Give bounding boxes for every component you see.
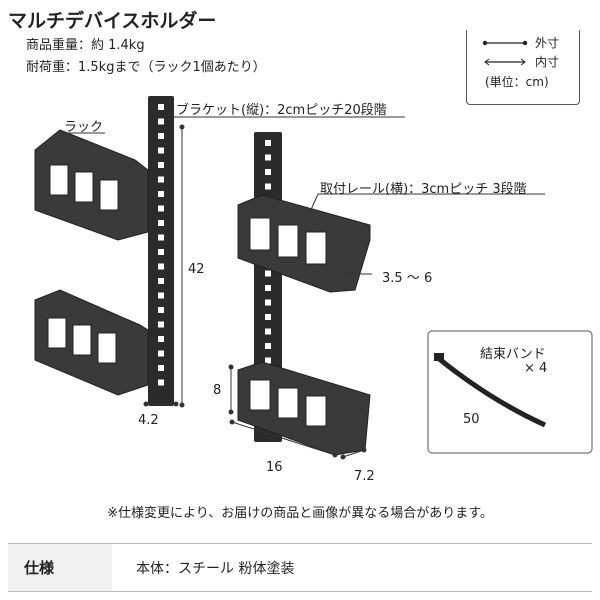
bracket-hole [265,299,271,306]
legend-unit: (単位：cm) [485,75,549,89]
bracket-hole [158,350,164,357]
bracket-hole [158,118,164,125]
bracket-hole [158,191,164,197]
bracket-hole [265,140,271,146]
product-diagram [34,96,593,460]
band-length: 50 [463,412,480,427]
bracket-hole [158,176,164,183]
dimension-lines [62,124,545,460]
bracket-hole [265,183,271,190]
bracket-hole [158,321,164,328]
legend-inner: 内寸 [535,55,560,69]
bracket-hole [158,307,164,313]
bracket-hole [265,285,271,291]
bracket-hole [158,365,164,371]
legend-outer: 外寸 [535,36,560,50]
rack-label: ラック [64,120,104,135]
bracket-hole [265,314,271,320]
bracket-hole [158,263,164,270]
bracket-hole [265,328,271,335]
band-box [427,330,593,454]
bracket-hole [158,379,164,386]
dim-rack-depth: 7.2 [354,469,375,484]
band-label: 結束バンド [480,347,546,362]
bracket-hole [158,133,164,139]
cable-tie [436,356,547,428]
bracket-hole [158,336,164,342]
left-bracket [148,96,174,406]
spec-table: 仕様 本体：スチール 粉体塗装 [8,543,592,592]
rail-label: 取付レール(横)：3cmピッチ 3段階 [320,182,527,197]
dim-width: 4.2 [138,413,159,428]
product-title: マルチデバイスホルダー [8,10,217,32]
bracket-hole [158,220,164,226]
disclaimer-note: ※仕様変更により、お届けの商品と画像が異なる場合があります。 [107,506,493,521]
bracket-hole [265,270,271,277]
load-capacity: 耐荷重：1.5kgまで（ラック1個あたり） [26,60,266,75]
bracket-hole [158,278,164,284]
bracket-hole [158,234,164,241]
band-count: × 4 [524,361,548,376]
dim-rack-width: 16 [266,460,283,475]
dim-height: 42 [188,262,205,277]
bracket-hole [158,292,164,299]
legend-arrows [482,40,528,66]
bracket-hole [158,205,164,212]
bracket-hole [158,249,164,255]
bracket-hole [265,169,271,175]
dimension-legend: 外寸 内寸 (単位：cm) [466,30,580,105]
bracket-hole [158,162,164,168]
dim-gap: 3.5 ～ 6 [382,271,433,286]
bracket-hole [265,343,271,349]
bracket-hole [158,104,164,110]
product-weight: 商品重量：約 1.4kg [26,38,145,53]
bracket-hole [265,154,271,161]
spec-value: 本体：スチール 粉体塗装 [136,560,295,577]
left-rack-top [34,129,149,241]
right-rack-top [237,194,371,293]
left-rack-bottom [34,289,149,396]
right-rack-bottom [237,361,371,456]
bracket-label: ブラケット(縦)：2cmピッチ20段階 [176,103,387,118]
bracket-hole [158,147,164,154]
dim-rack-height: 8 [213,383,222,398]
spec-header: 仕様 [8,544,112,591]
bracket-hole [265,357,271,364]
